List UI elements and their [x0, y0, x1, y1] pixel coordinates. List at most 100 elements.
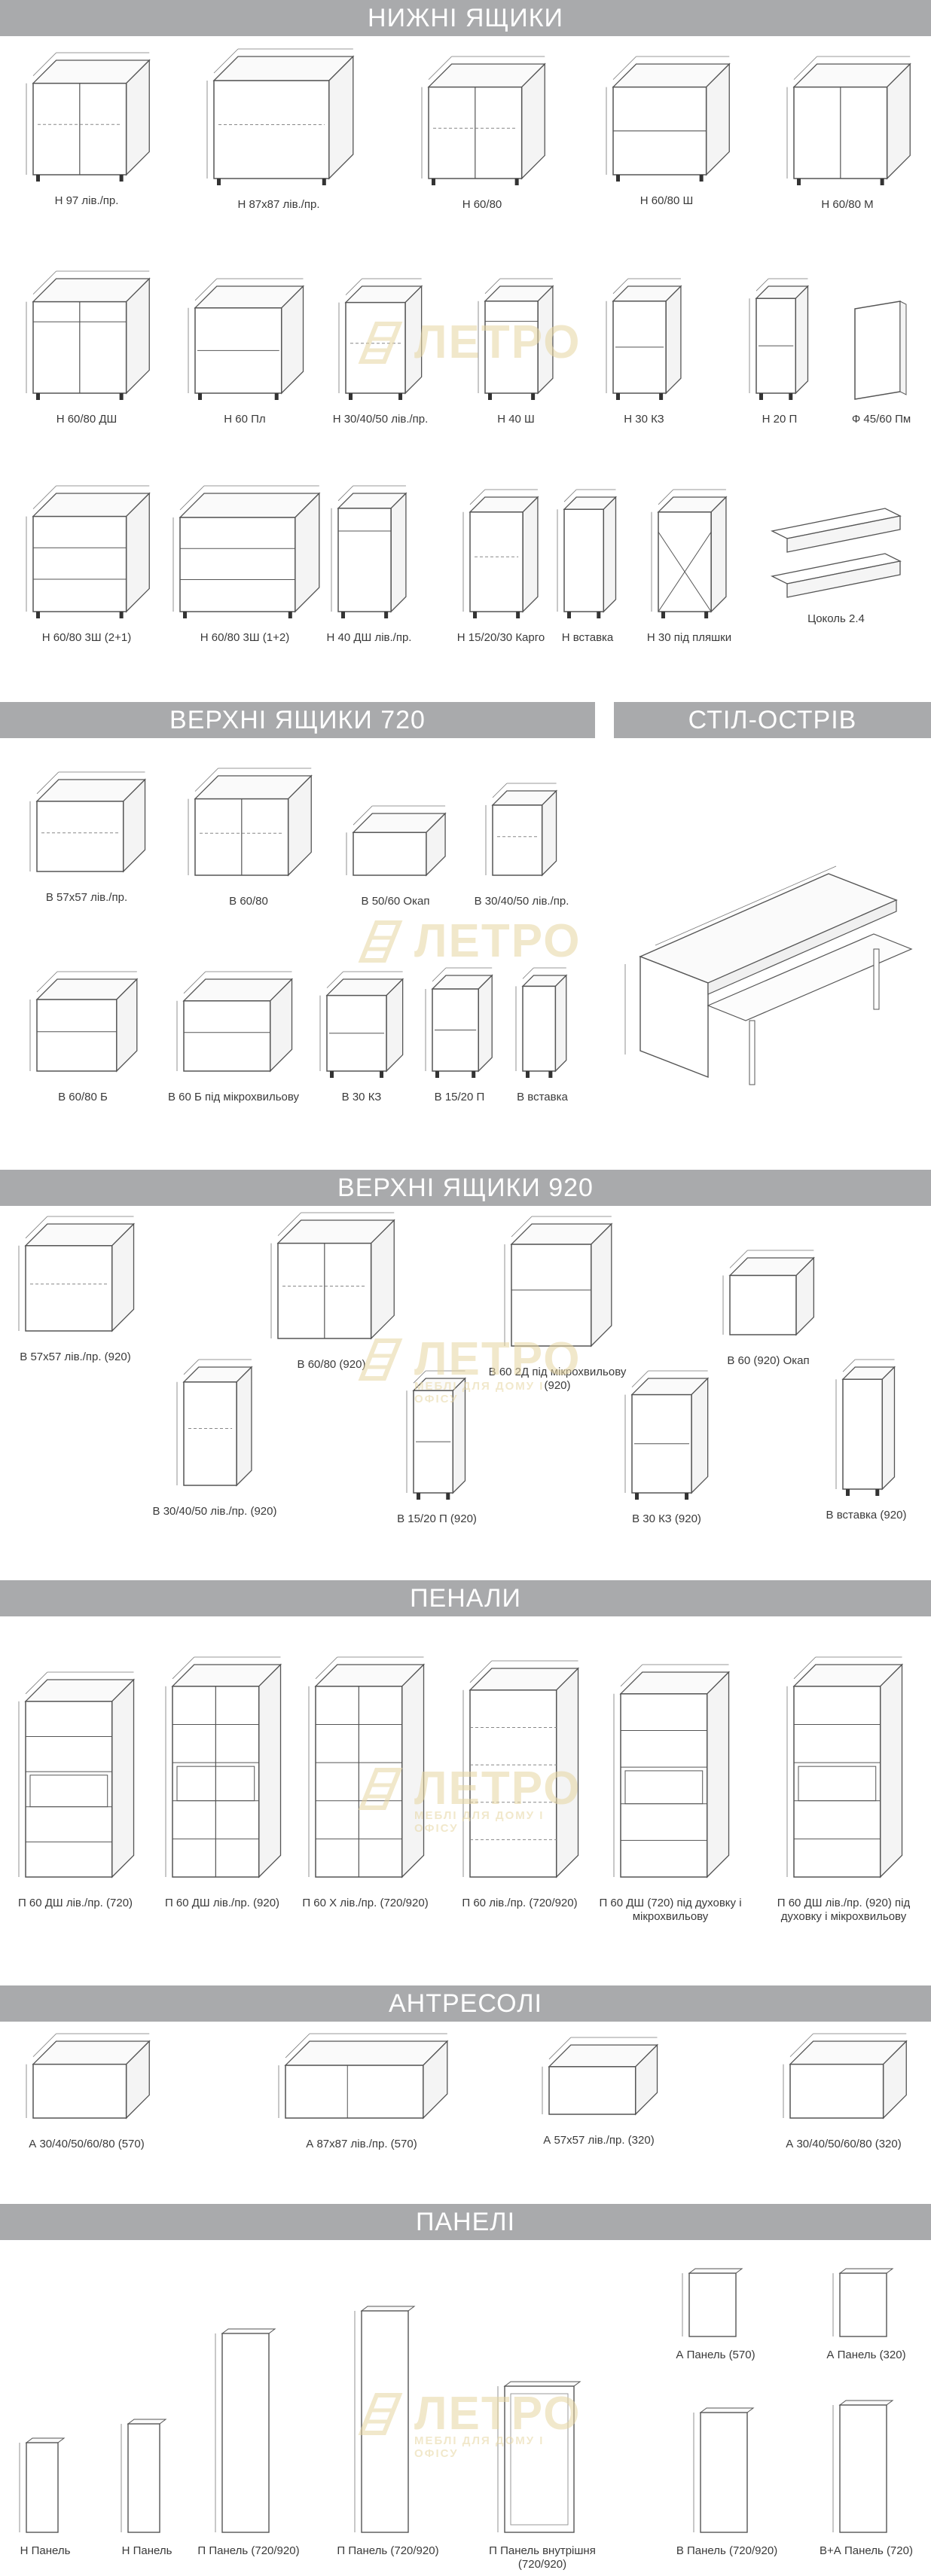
lower-cabinet-item: Н 60/80 3Ш (1+2) [169, 485, 321, 663]
item-caption: Н 60/80 [462, 198, 502, 211]
cabinet-drawing [478, 278, 554, 400]
upper720-cabinet-item: В 15/20 П [422, 967, 497, 1122]
panel-item: А Панель (570) [674, 2260, 757, 2380]
item-caption: Цоколь 2.4 [807, 612, 865, 625]
cabinet-drawing [26, 270, 151, 400]
cabinet-drawing [406, 1370, 467, 1500]
item-caption: Н 60/80 М [821, 198, 874, 211]
lower-cabinet-item: Н 30/40/50 лів./пр. [333, 278, 428, 444]
item-caption: В 30 КЗ [341, 1091, 382, 1103]
lower-cabinet-item: Н 60 Пл [185, 278, 305, 444]
lower-cabinet-item: Н 60/80 Ш [603, 56, 731, 226]
upper920-cabinet-item: В 60/80 (920) [267, 1212, 395, 1390]
upper720-cabinet-item: В 60 Б під мікрохвильову [168, 971, 299, 1122]
panel-item: В Панель (720/920) [676, 2399, 777, 2576]
item-caption: Н 87х87 лів./пр. [237, 198, 320, 211]
cabinet-drawing [18, 1216, 136, 1332]
item-caption: Н 40 Ш [497, 413, 535, 426]
item-caption: В+А Панель (720) [820, 2544, 913, 2557]
cabinet-drawing [497, 2381, 581, 2533]
item-caption: Ф 45/60 Пм [851, 413, 911, 426]
section-title: ПЕНАЛИ [410, 1583, 521, 1613]
cabinet-drawing [26, 485, 151, 618]
item-caption: В 60 (920) Окап [727, 1354, 810, 1367]
cabinet-drawing [783, 2033, 908, 2120]
upper920-cabinet-item: В 60 (920) Окап [719, 1250, 817, 1386]
item-caption: П 60 ДШ лів./пр. (920) під духовку і мік… [777, 1897, 911, 1923]
cabinet-drawing [542, 2037, 659, 2116]
section-band-tall: ПЕНАЛИ [0, 1580, 931, 1616]
mezzanine-cabinet-item: А 30/40/50/60/80 (570) [23, 2033, 151, 2169]
cabinet-drawing [270, 1212, 395, 1340]
cabinet-drawing [18, 1671, 136, 1879]
item-caption: Н 60/80 Ш [639, 194, 694, 207]
item-caption: А 57х57 лів./пр. (320) [543, 2134, 655, 2147]
panel-item: А Панель (320) [825, 2260, 908, 2380]
item-caption: А Панель (570) [676, 2349, 755, 2361]
upper720-cabinet-item: В 50/60 Окап [343, 805, 448, 926]
cabinet-drawing [832, 2268, 894, 2337]
lower-cabinet-item: Н 40 Ш [475, 278, 557, 444]
mezzanine-cabinet-item: А 87х87 лів./пр. (570) [275, 2033, 449, 2169]
section-band-island: СТІЛ-ОСТРІВ [614, 702, 931, 738]
logo-word: ЛЕТРО [414, 316, 581, 368]
logo-word: ЛЕТРО [414, 1763, 581, 1814]
logo-word: ЛЕТРО [414, 2388, 581, 2440]
lower-cabinet-item: Н 97 лів./пр. [23, 52, 151, 226]
section-band-upper720: ВЕРХНІ ЯЩИКИ 720 [0, 702, 595, 738]
tall-cabinet-item: П 60 ДШ (720) під духовку і мікрохвильов… [599, 1664, 742, 1928]
upper920-cabinet-item: В 30/40/50 лів./пр. (920) [153, 1359, 276, 1537]
item-caption: В 60/80 [229, 895, 268, 908]
upper720-cabinet-item: В 60/80 [185, 768, 313, 926]
cabinet-drawing [749, 278, 810, 400]
cabinet-drawing [771, 508, 902, 598]
item-caption: В 60 2Д під мікрохвильову (920) [488, 1366, 627, 1392]
cabinet-drawing [421, 56, 546, 185]
cabinet-drawing [319, 971, 404, 1078]
item-caption: Н 97 лів./пр. [54, 194, 119, 207]
lower-cabinet-item: Н 15/20/30 Карго [457, 489, 545, 663]
section-title: ПАНЕЛІ [415, 2207, 516, 2236]
upper720-cabinet-item: В 30 КЗ [316, 971, 407, 1122]
letro-logo-icon [354, 915, 407, 968]
item-caption: П Панель (720/920) [337, 2544, 439, 2557]
item-caption: Н Панель [121, 2544, 172, 2557]
cabinet-drawing [206, 48, 355, 185]
logo-word: ЛЕТРО [414, 915, 581, 967]
panel-item: В+А Панель (720) [820, 2391, 913, 2576]
panel-item: Н Панель [113, 2410, 181, 2576]
item-caption: В вставка [517, 1091, 568, 1103]
cabinet-drawing [693, 2407, 755, 2533]
cabinet-drawing [165, 1656, 282, 1879]
lower-cabinet-item: Н 60/80 ДШ [23, 270, 151, 444]
panel-item: Н Панель [11, 2429, 79, 2576]
watermark-logo: ЛЕТРО МЕБЛІ ДЛЯ ДОМУ І ОФІСУ [354, 1333, 581, 1406]
cabinet-drawing [26, 2033, 151, 2120]
cabinet-drawing [485, 783, 558, 877]
item-caption: А 87х87 лів./пр. (570) [306, 2138, 417, 2150]
logo-tagline: МЕБЛІ ДЛЯ ДОМУ І ОФІСУ [414, 1809, 545, 1835]
section-title: НИЖНІ ЯЩИКИ [368, 3, 563, 32]
logo-tagline: МЕБЛІ ДЛЯ ДОМУ І ОФІСУ [414, 1380, 545, 1406]
item-caption: А 30/40/50/60/80 (320) [786, 2138, 902, 2150]
item-caption: П 60 лів./пр. (720/920) [462, 1897, 578, 1909]
island-table-drawing [624, 829, 926, 1100]
cabinet-drawing [786, 1656, 904, 1879]
tall-cabinet-item: П 60 лів./пр. (720/920) [459, 1660, 580, 1928]
item-caption: П 60 ДШ лів./пр. (920) [164, 1897, 280, 1909]
cabinet-drawing [651, 489, 728, 618]
section-title: СТІЛ-ОСТРІВ [688, 705, 857, 734]
lower-cabinet-item: Н 60/80 [418, 56, 546, 230]
cabinet-drawing [515, 967, 568, 1078]
item-caption: В 30/40/50 лів./пр. [474, 895, 569, 908]
item-caption: В вставка (920) [826, 1509, 907, 1521]
item-caption: П 60 ДШ (720) під духовку і мікрохвильов… [599, 1897, 742, 1923]
upper720-cabinet-item: В 60/80 Б [26, 971, 139, 1122]
cabinet-drawing [606, 278, 682, 400]
watermark-logo: ЛЕТРО [354, 316, 581, 369]
cabinet-drawing [176, 971, 294, 1073]
item-caption: Н 30/40/50 лів./пр. [332, 413, 429, 426]
mezzanine-cabinet-item: А 57х57 лів./пр. (320) [539, 2037, 659, 2165]
cabinet-drawing [613, 1664, 731, 1879]
mezzanine-cabinet-item: А 30/40/50/60/80 (320) [780, 2033, 908, 2169]
